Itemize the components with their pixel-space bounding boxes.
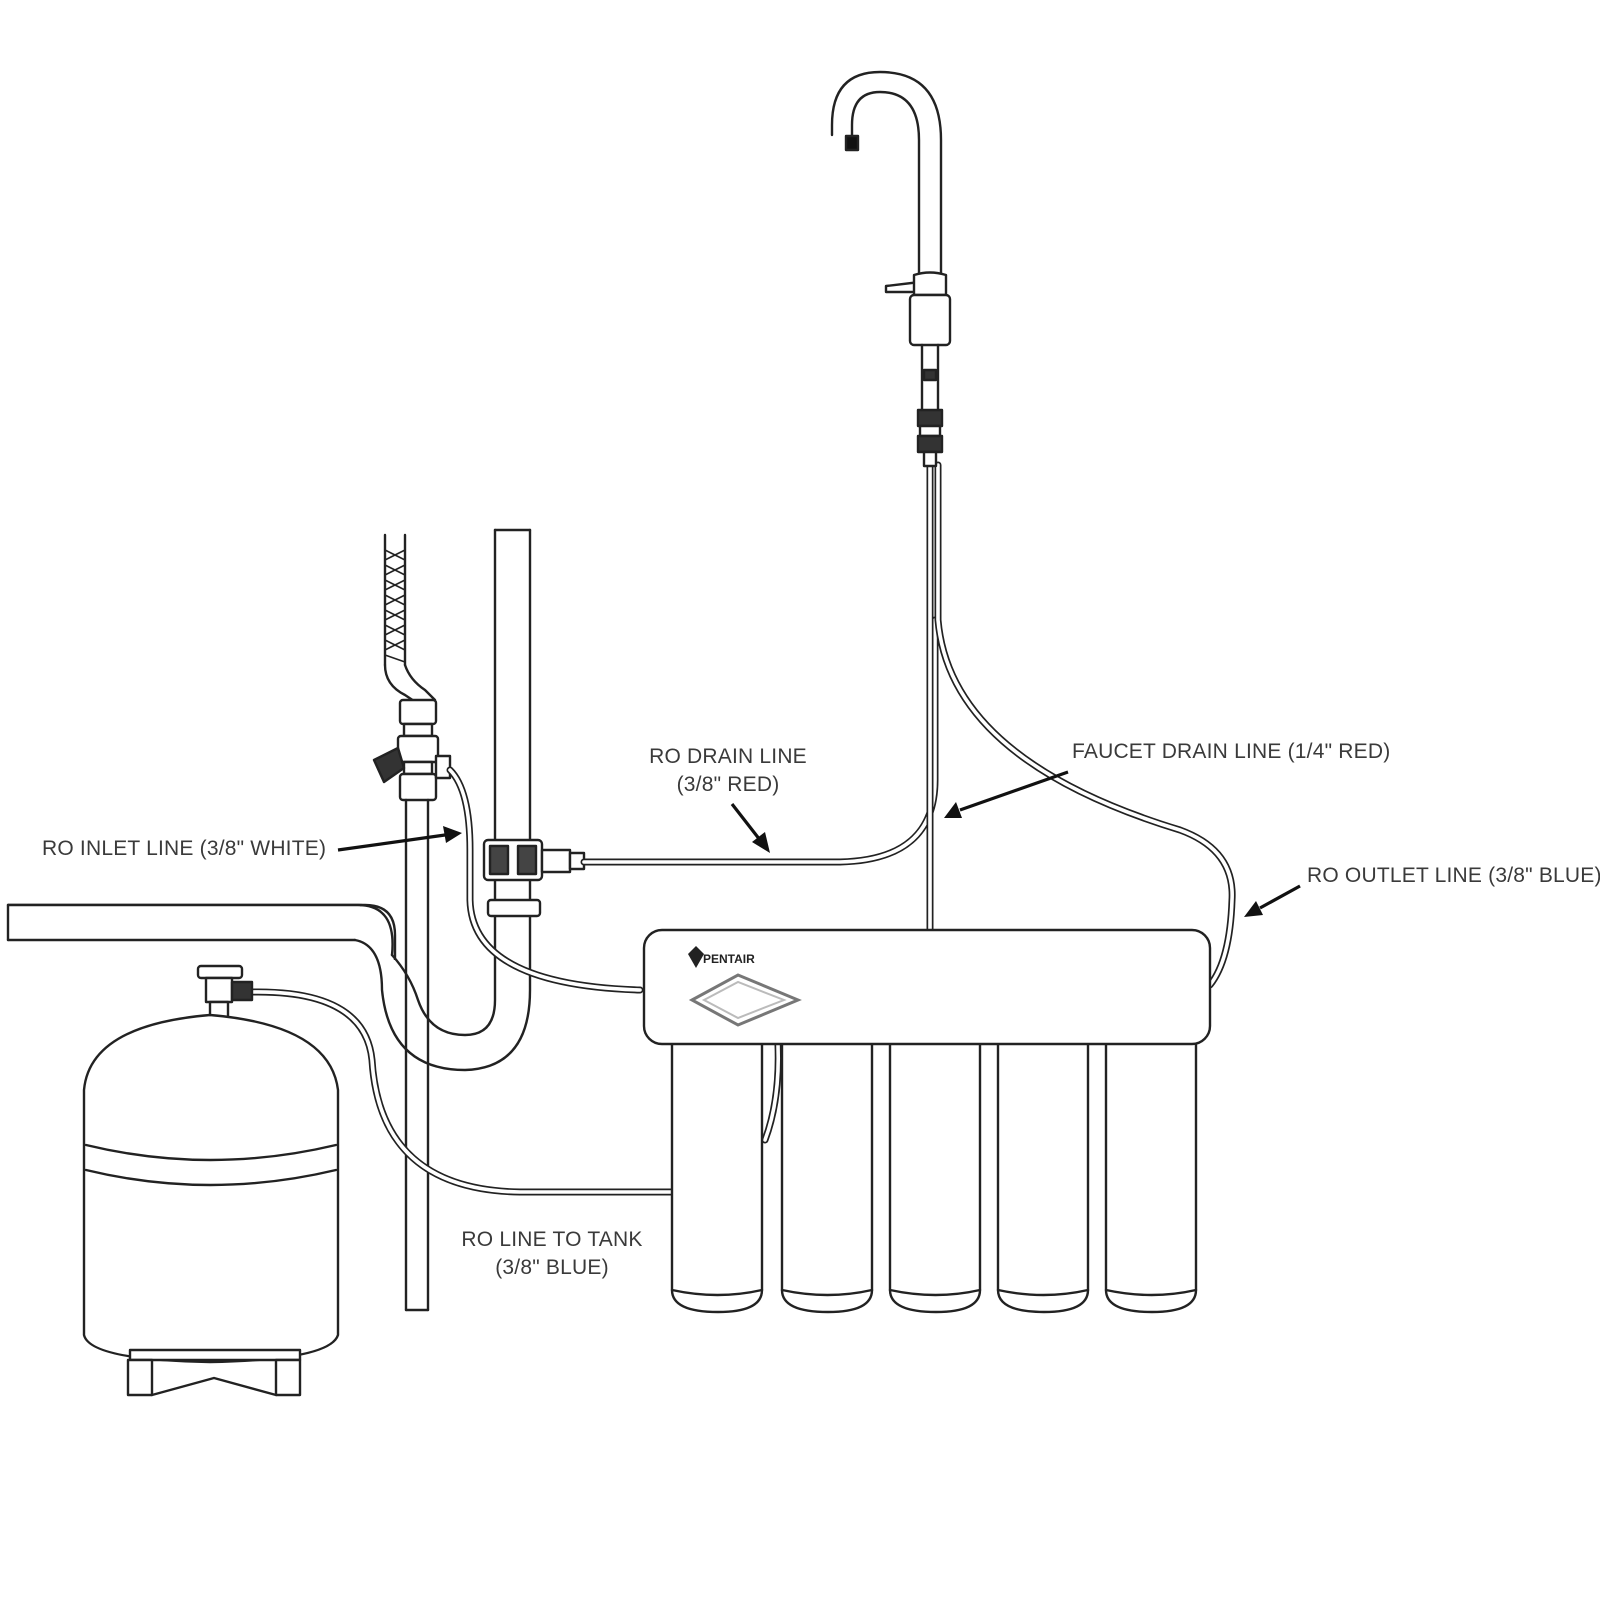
sink-drain-p-trap [6,528,532,1072]
callout-labels: RO DRAIN LINE (3/8" RED) FAUCET DRAIN LI… [42,740,1600,1279]
svg-text:(3/8" BLUE): (3/8" BLUE) [495,1256,609,1279]
filter-canister-2 [780,1038,874,1314]
filter-canister-3 [888,1038,982,1314]
callout-arrows [337,770,1301,917]
svg-text:RO DRAIN LINE: RO DRAIN LINE [649,745,807,768]
label-ro-line-to-tank: RO LINE TO TANK (3/8" BLUE) [461,1228,642,1279]
ro-manifold-head [642,928,1212,1046]
tubing [248,461,1236,1196]
label-faucet-drain-line: FAUCET DRAIN LINE (1/4" RED) [1072,740,1390,763]
pentair-logo: PENTAIR [688,946,755,968]
drain-saddle-clamp [482,838,586,918]
filter-canister-5 [1104,1038,1198,1314]
label-ro-outlet-line: RO OUTLET LINE (3/8" BLUE) [1307,864,1600,887]
svg-text:RO LINE TO TANK: RO LINE TO TANK [461,1228,642,1251]
ro-faucet [830,70,952,468]
filter-canister-1 [670,1038,764,1314]
brand-name: PENTAIR [703,952,755,966]
cold-water-supply-line [372,533,452,1312]
ro-storage-tank [82,964,340,1397]
label-ro-drain-line: RO DRAIN LINE (3/8" RED) [649,745,807,796]
arrow-ro-inlet-line [337,826,462,852]
ro-filter-unit: PENTAIR [642,928,1212,1314]
svg-text:(3/8" RED): (3/8" RED) [677,773,780,796]
arrow-ro-outlet-line [1244,884,1301,917]
label-ro-inlet-line: RO INLET LINE (3/8" WHITE) [42,837,326,860]
arrow-faucet-drain-line [944,770,1069,818]
filter-canister-4 [996,1038,1090,1314]
arrow-ro-drain-line [730,803,770,853]
diamond-logo-mark [688,973,802,1027]
